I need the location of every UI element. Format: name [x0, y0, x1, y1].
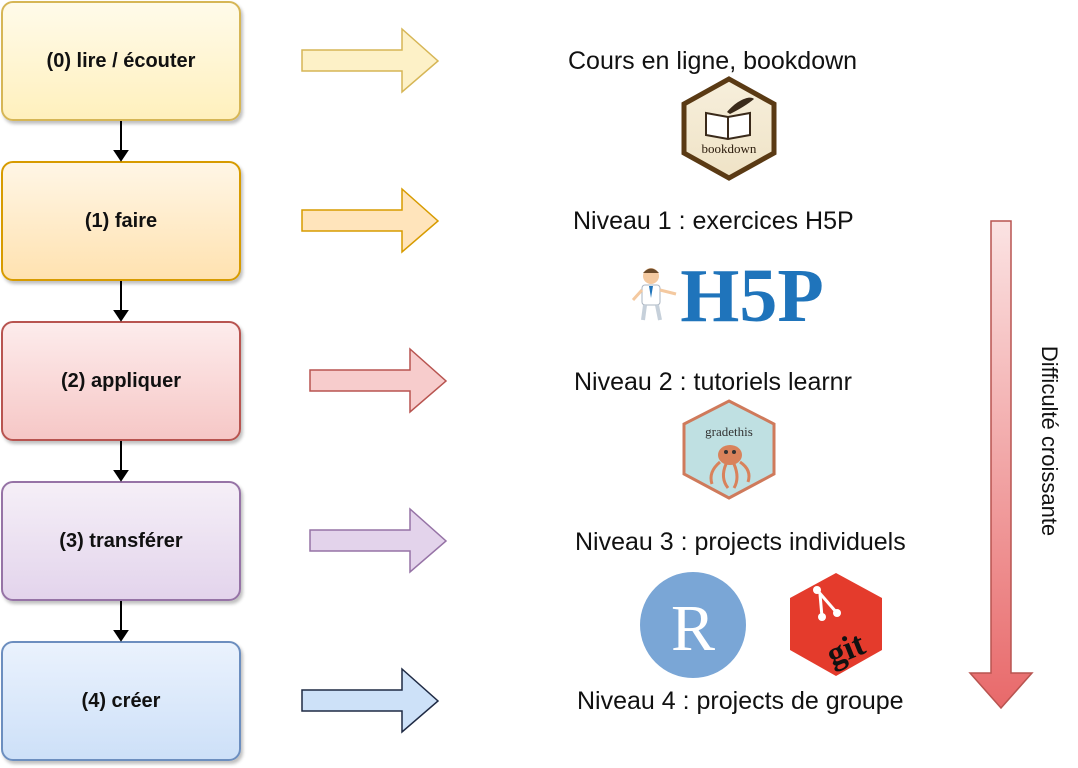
- step-label: (2) appliquer: [60, 369, 181, 392]
- difficulty-arrow: [968, 220, 1034, 710]
- step-label: (1) faire: [84, 209, 158, 232]
- step-box-do: (1) faire: [1, 161, 241, 281]
- step-box-apply: (2) appliquer: [1, 321, 241, 441]
- gradethis-logo-text: gradethis: [705, 424, 753, 439]
- gradethis-logo: gradethis: [682, 399, 776, 500]
- connector-arrowhead: [113, 150, 129, 162]
- resource-label-level-3: Niveau 3 : projects individuels: [575, 528, 906, 556]
- connector-arrowhead: [113, 310, 129, 322]
- block-arrow-0: [301, 27, 440, 94]
- block-arrow-4: [301, 667, 440, 734]
- step-label: (4) créer: [81, 689, 161, 712]
- block-arrow-1: [301, 187, 440, 254]
- bookdown-logo-text: bookdown: [702, 141, 757, 156]
- resource-label-course: Cours en ligne, bookdown: [568, 47, 858, 75]
- h5p-logo: H5P: [631, 254, 824, 338]
- step-box-read-listen: (0) lire / écouter: [1, 1, 241, 121]
- r-logo-text: R: [671, 592, 715, 665]
- step-label: (3) transférer: [59, 529, 183, 552]
- difficulty-label: Difficulté croissante: [1037, 345, 1062, 537]
- resource-label-level-2: Niveau 2 : tutoriels learnr: [574, 368, 852, 396]
- block-arrow-3: [309, 507, 448, 574]
- resource-label-level-1: Niveau 1 : exercices H5P: [573, 207, 854, 235]
- git-logo: git: [790, 573, 882, 676]
- connector-arrowhead: [113, 470, 129, 482]
- resource-label-level-4: Niveau 4 : projects de groupe: [577, 687, 904, 715]
- flow-connectors: [113, 121, 129, 642]
- step-box-transfer: (3) transférer: [1, 481, 241, 601]
- bookdown-logo: bookdown: [681, 76, 777, 181]
- connector-arrowhead: [113, 630, 129, 642]
- step-box-create: (4) créer: [1, 641, 241, 761]
- h5p-logo-text: H5P: [680, 254, 824, 338]
- r-logo: R: [640, 572, 746, 678]
- step-label: (0) lire / écouter: [46, 49, 196, 72]
- block-arrow-2: [309, 347, 448, 414]
